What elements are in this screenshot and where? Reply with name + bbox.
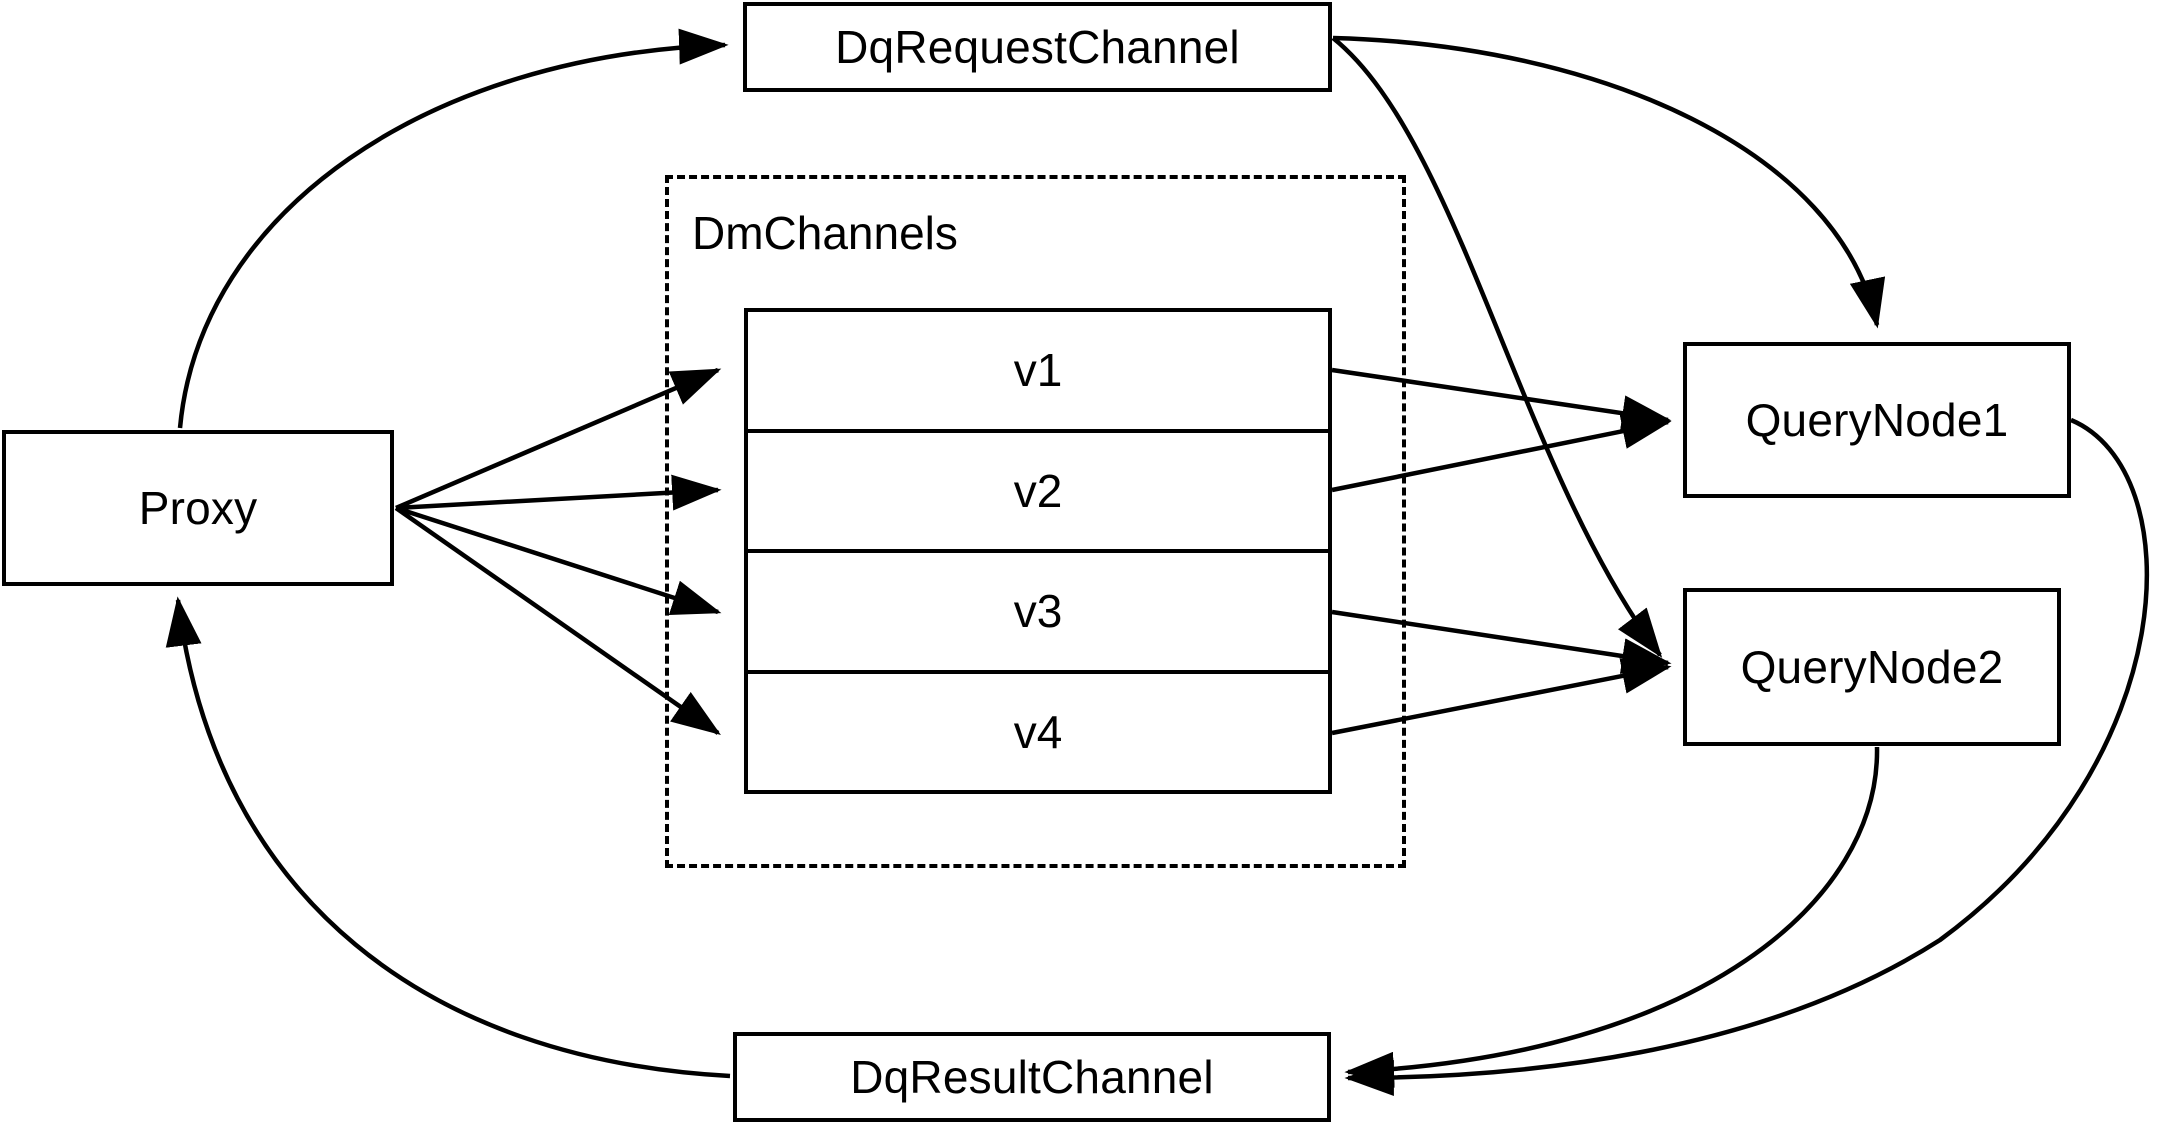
- edge-v3-to-querynode2: [1331, 609, 1672, 674]
- edge-dqresultchannel-to-proxy: [165, 596, 731, 1079]
- edge-querynode1-to-dqresultchannel: [1344, 417, 2150, 1096]
- channel-row-v2[interactable]: v2: [748, 432, 1328, 553]
- node-proxy[interactable]: Proxy: [2, 430, 394, 586]
- edge-proxy-to-v4: [394, 506, 721, 736]
- edge-dqrequestchannel-to-querynode1: [1332, 35, 1886, 329]
- node-query-node-1[interactable]: QueryNode1: [1683, 342, 2071, 498]
- edge-v4-to-querynode2: [1331, 658, 1672, 736]
- channel-row-v1[interactable]: v1: [748, 312, 1328, 433]
- dmchannels-group: [665, 175, 1406, 868]
- dmchannels-group-label: DmChannels: [692, 207, 958, 259]
- edge-proxy-to-dqrequestchannel: [177, 28, 729, 429]
- dmchannels-table: v1 v2 v3 v4: [744, 308, 1332, 794]
- edge-proxy-to-v1: [395, 367, 722, 511]
- node-query-node-2[interactable]: QueryNode2: [1683, 588, 2061, 746]
- node-dq-request-channel[interactable]: DqRequestChannel: [743, 2, 1332, 92]
- edge-proxy-to-v2: [395, 474, 722, 511]
- node-dq-result-channel[interactable]: DqResultChannel: [733, 1032, 1331, 1122]
- channel-row-v3[interactable]: v3: [748, 553, 1328, 674]
- edge-v1-to-querynode1: [1331, 367, 1672, 432]
- edge-dqrequestchannel-to-querynode2: [1331, 36, 1663, 658]
- edge-v2-to-querynode1: [1331, 413, 1672, 493]
- channel-row-v4[interactable]: v4: [748, 673, 1328, 790]
- edge-querynode2-to-dqresultchannel: [1344, 746, 1880, 1088]
- edge-proxy-to-v3: [395, 505, 722, 616]
